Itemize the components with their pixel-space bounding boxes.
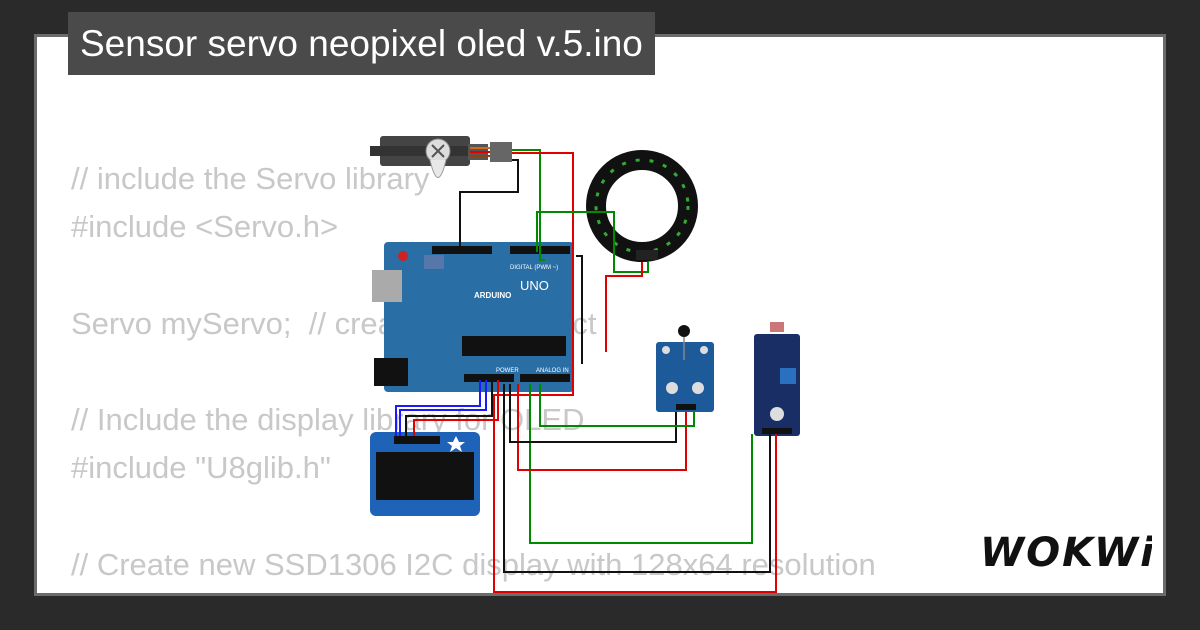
power-label: POWER [496,368,519,374]
preview-card: // include the Servo library #include <Se… [34,34,1166,596]
wires [395,149,777,593]
arduino-uno-board[interactable]: DIGITAL (PWM ~) ARDUINO UNO POWER ANALOG… [372,242,574,392]
wokwi-logo: WOKWi [980,530,1152,576]
code-line: // Include the display library for OLED [71,402,585,438]
page-title: Sensor servo neopixel oled v.5.ino [68,12,655,75]
light-sensor-module[interactable] [754,322,800,436]
logo-text: WOKWi [980,530,1152,576]
neopixel-ring[interactable] [586,150,698,262]
temperature-sensor-module[interactable] [656,325,714,412]
code-line: #include "U8glib.h" [71,450,331,486]
servo-motor[interactable] [370,136,512,178]
brand-label: ARDUINO [474,291,511,300]
code-line: // include the Servo library [71,161,430,196]
model-label: UNO [520,278,549,293]
analog-label: ANALOG IN [536,368,569,374]
digital-label: DIGITAL (PWM ~) [510,265,558,271]
code-line: #include <Servo.h> [71,209,339,245]
oled-display[interactable] [370,432,480,516]
code-line: // Create new SSD1306 I2C display with 1… [71,546,876,582]
